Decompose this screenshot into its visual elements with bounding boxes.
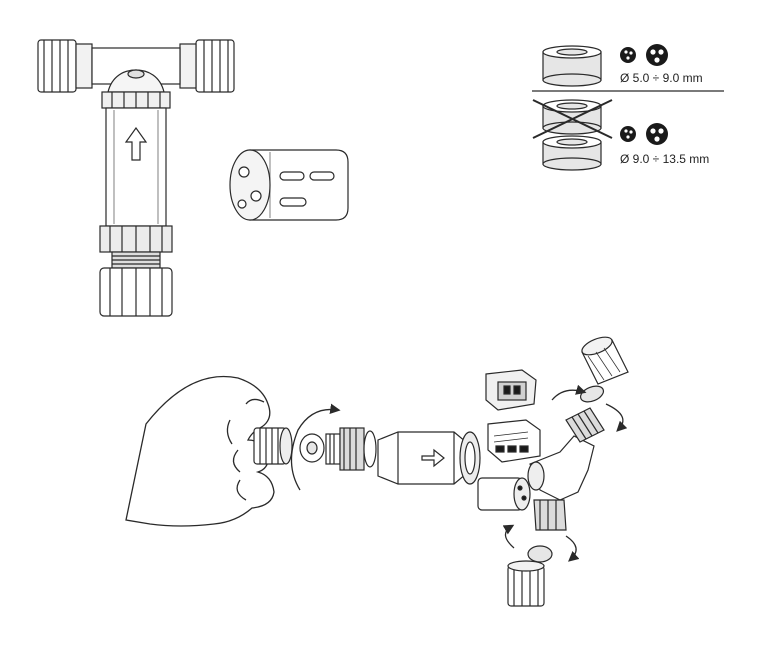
seal-ring (299, 433, 325, 463)
small-seal-range: Ø 5.0 ÷ 9.0 mm (620, 71, 703, 85)
rotate-arrow-icon-top (551, 384, 587, 401)
arrow-up-icon (124, 126, 148, 161)
gland-cap-bottom (507, 545, 553, 607)
t-connector-assembled (37, 39, 235, 317)
terminal-block-top (485, 369, 537, 411)
terminal-block-bottom (477, 477, 531, 511)
three-hole-seal-icon (620, 47, 636, 63)
threaded-insert (325, 427, 377, 471)
terminal-block-middle (487, 419, 541, 463)
seal-spec-panel: Ø 5.0 ÷ 9.0 mm (532, 44, 724, 171)
two-hole-seal-icon-2 (646, 123, 668, 145)
small-seal-icon (542, 45, 602, 87)
connector-tube (377, 431, 481, 485)
three-hole-seal-icon-2 (620, 126, 636, 142)
rotate-arrow-icon-bottom-2 (565, 535, 580, 562)
gland-cap-top (579, 336, 629, 403)
rotate-arrow-icon-bottom (502, 524, 515, 549)
terminal-block (229, 149, 349, 221)
rotate-arrow-icon (290, 403, 341, 491)
rotate-arrow-icon-top-2 (605, 403, 628, 432)
hand-illustration (125, 375, 275, 527)
cross-out-icon (532, 99, 613, 139)
large-seal-range: Ø 9.0 ÷ 13.5 mm (620, 152, 709, 166)
arrow-right-icon (421, 448, 445, 468)
t-body-angled (527, 407, 605, 531)
gland-nut (253, 427, 293, 465)
two-hole-seal-icon (646, 44, 668, 66)
